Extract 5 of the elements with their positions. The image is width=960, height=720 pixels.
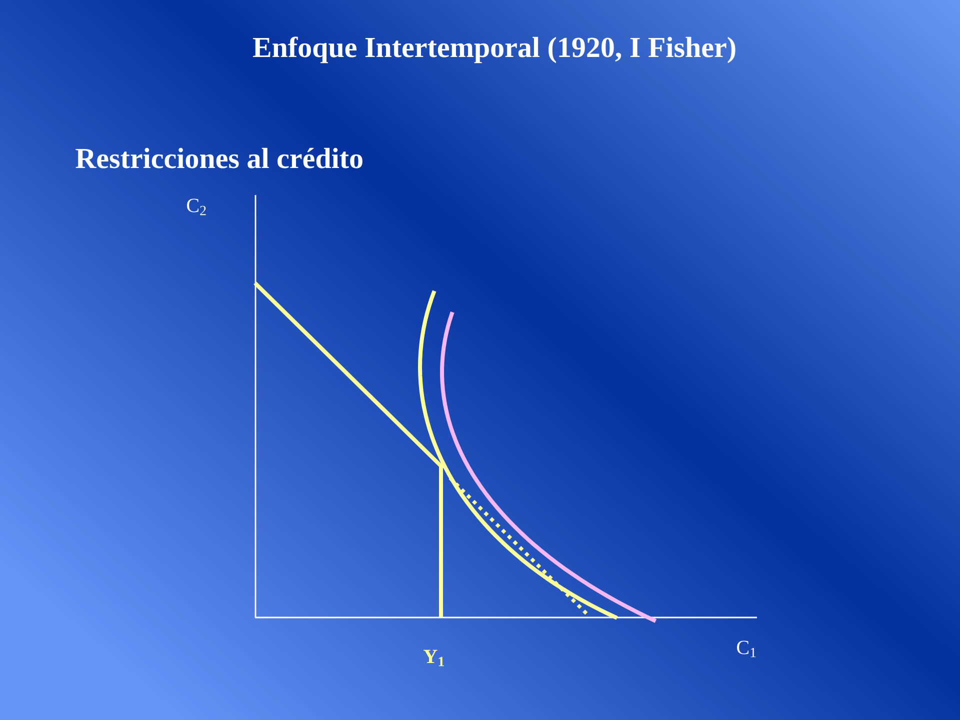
axis-label: Y$_{1}$ (424, 650, 444, 666)
title: Enfoque Intertemporal (1920, I Fisher) (252, 36, 736, 64)
axis-label: C$_{2}$ (187, 198, 206, 216)
subtitle: Restricciones al crédito (76, 148, 362, 168)
axis-label: C$_{1}$ (737, 640, 756, 658)
